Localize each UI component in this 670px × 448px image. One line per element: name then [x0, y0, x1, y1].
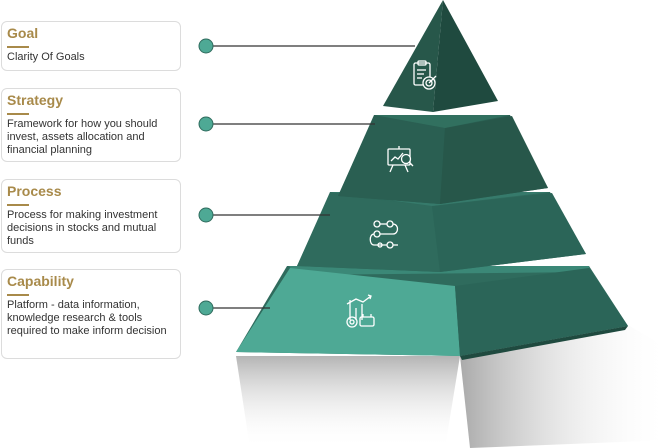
- level-description-goal: Clarity Of Goals: [7, 51, 85, 63]
- pyramid-level-capability: [236, 266, 628, 360]
- level-card-process: Process Process for making investment de…: [1, 179, 181, 253]
- pyramid-level-goal: [383, 0, 498, 112]
- pyramid-level-strategy: [338, 115, 548, 204]
- connector-dot-goal: [198, 38, 214, 54]
- level-card-strategy: Strategy Framework for how you should in…: [1, 88, 181, 162]
- level-description-process: Process for making investment decisions …: [7, 209, 158, 247]
- pyramid-shadow: [236, 356, 460, 448]
- level-title-goal: Goal: [7, 25, 39, 41]
- level-description-capability: Platform - data information, knowledge r…: [7, 299, 167, 337]
- connectors: [198, 38, 415, 316]
- title-underline: [7, 46, 29, 48]
- connector-dot-strategy: [198, 116, 214, 132]
- level-title-process: Process: [7, 183, 62, 199]
- level-description-strategy: Framework for how you should invest, ass…: [7, 118, 158, 156]
- pyramid-shadow-right: [460, 326, 670, 448]
- level-title-capability: Capability: [7, 273, 74, 289]
- pyramid-level-process: [297, 192, 586, 272]
- connector-dot-process: [198, 207, 214, 223]
- level-title-strategy: Strategy: [7, 92, 64, 108]
- process-flow-nodes-icon: [369, 220, 399, 249]
- title-underline: [7, 113, 29, 115]
- title-underline: [7, 294, 29, 296]
- level-card-goal: Goal Clarity Of Goals: [1, 21, 181, 71]
- title-underline: [7, 204, 29, 206]
- level-card-capability: Capability Platform - data information, …: [1, 269, 181, 359]
- capability-tools-chart-icon: [346, 294, 375, 328]
- connector-dot-capability: [198, 300, 214, 316]
- strategy-presentation-board-icon: [387, 146, 414, 173]
- goal-target-clipboard-icon: [413, 60, 437, 90]
